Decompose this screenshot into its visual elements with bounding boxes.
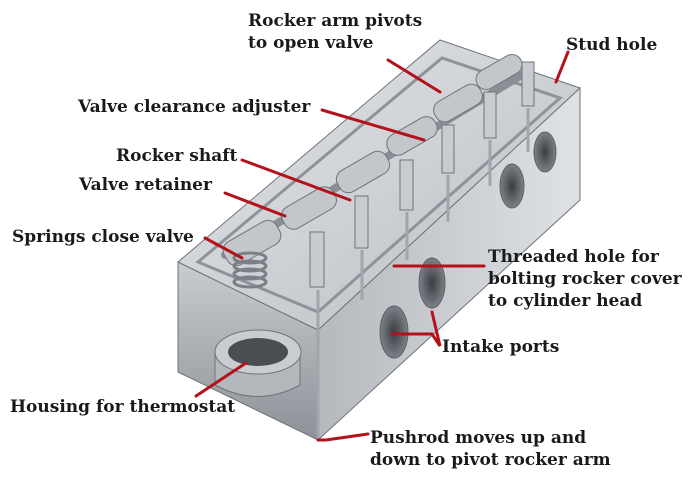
label-springs-close-valve: Springs close valve <box>12 227 194 247</box>
leader-line-rocker-arm-pivots <box>386 58 442 94</box>
label-intake-ports: Intake ports <box>442 337 560 357</box>
leader-line-springs-close-valve <box>203 236 244 260</box>
head-top-deck <box>177 39 581 331</box>
leader-line-housing-thermostat <box>194 361 248 398</box>
leader-line-rocker-shaft <box>240 158 352 202</box>
label-pushrod: Pushrod moves up and down to pivot rocke… <box>370 427 611 471</box>
leader-lines <box>194 50 570 442</box>
label-line: bolting rocker cover <box>488 269 682 289</box>
rocker-arm <box>335 150 414 211</box>
rocker-arm <box>475 54 535 107</box>
intake-port <box>379 305 409 359</box>
label-stud-hole: Stud hole <box>566 35 658 55</box>
label-valve-retainer: Valve retainer <box>79 175 212 195</box>
label-line: down to pivot rocker arm <box>370 450 611 470</box>
rocker-arm <box>433 83 497 139</box>
leader-line-stud-hole <box>554 50 570 84</box>
pushrods <box>316 108 530 438</box>
intake-port <box>533 131 557 173</box>
leader-line-intake-ports <box>390 310 442 347</box>
rocker-assemblies <box>222 54 535 288</box>
leader-line-valve-clearance-adjuster <box>320 108 426 142</box>
intake-port <box>499 163 525 209</box>
rocker-arm <box>281 186 369 249</box>
intake-port <box>418 257 446 309</box>
label-line: Threaded hole for <box>488 247 659 267</box>
label-valve-clearance-adjuster: Valve clearance adjuster <box>78 97 311 117</box>
rocker-cover-rim <box>195 56 563 314</box>
leader-line-pushrod <box>316 432 370 442</box>
label-line: Pushrod moves up and <box>370 428 587 448</box>
label-line: to cylinder head <box>488 291 643 311</box>
leader-line-valve-retainer <box>223 191 287 218</box>
label-housing-thermostat: Housing for thermostat <box>10 397 236 417</box>
label-rocker-shaft: Rocker shaft <box>116 146 238 166</box>
intake-ports <box>379 131 557 359</box>
label-rocker-arm-pivots: Rocker arm pivots to open valve <box>248 10 422 54</box>
label-line: to open valve <box>248 33 374 53</box>
label-threaded-hole: Threaded hole for bolting rocker cover t… <box>488 246 682 312</box>
label-line: Rocker arm pivots <box>248 11 423 31</box>
valve-spring <box>232 251 268 289</box>
thermostat-housing <box>214 329 302 397</box>
